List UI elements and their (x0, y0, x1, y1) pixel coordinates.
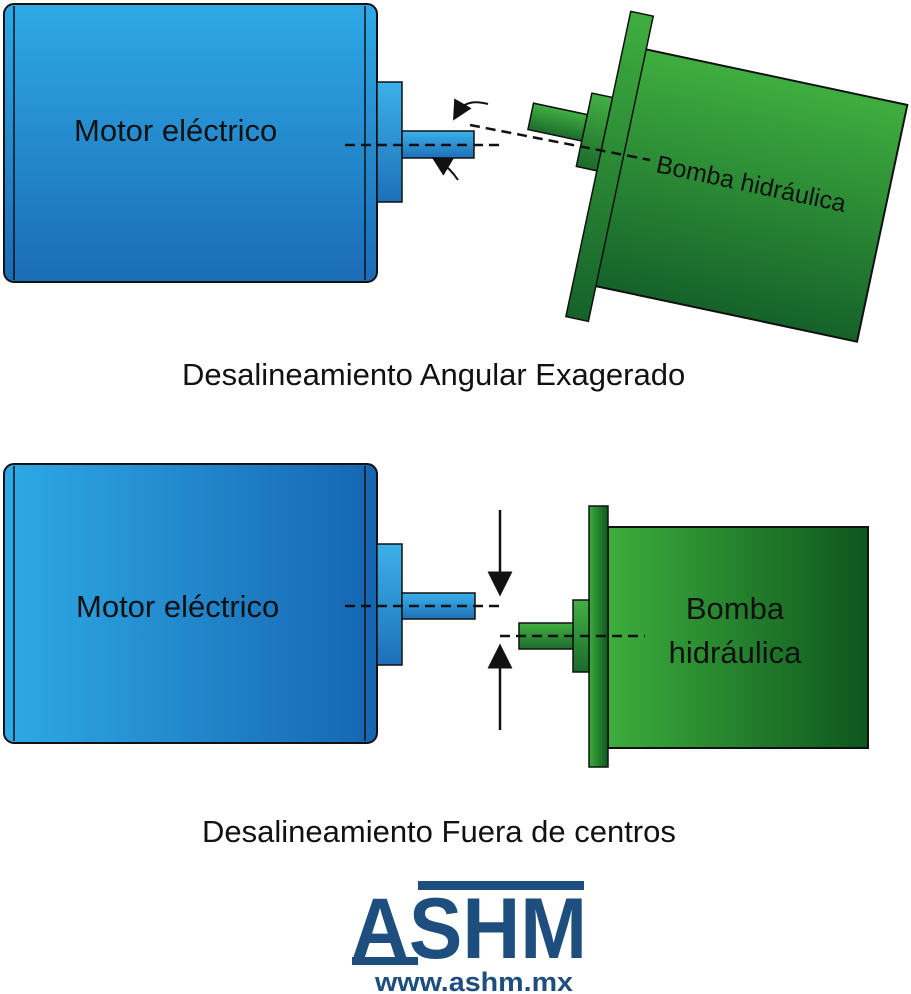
rotation-arrow-icon (431, 156, 459, 181)
hydraulic-pump-top (527, 10, 909, 343)
logo-url: www.ashm.mx (374, 967, 573, 994)
angular-caption: Desalineamiento Angular Exagerado (182, 357, 685, 392)
offset-caption: Desalineamiento Fuera de centros (202, 814, 676, 849)
hydraulic-pump-bottom (518, 505, 869, 768)
offset-diagram: Motor eléctrico Bomba hidráulica Desalin… (3, 463, 869, 849)
pump-label-bottom-line1: Bomba (686, 591, 785, 626)
motor-label-bottom: Motor eléctrico (76, 589, 279, 624)
angular-diagram: Motor eléctrico Bomba hidráulica Desalin… (3, 3, 909, 392)
pump-centerline-top (469, 123, 651, 162)
ashm-logo: ASHM www.ashm.mx (351, 881, 587, 994)
motor-label-top: Motor eléctrico (74, 113, 277, 148)
pump-label-bottom-line2: hidráulica (669, 635, 802, 670)
rotation-arrow-icon (453, 98, 489, 121)
